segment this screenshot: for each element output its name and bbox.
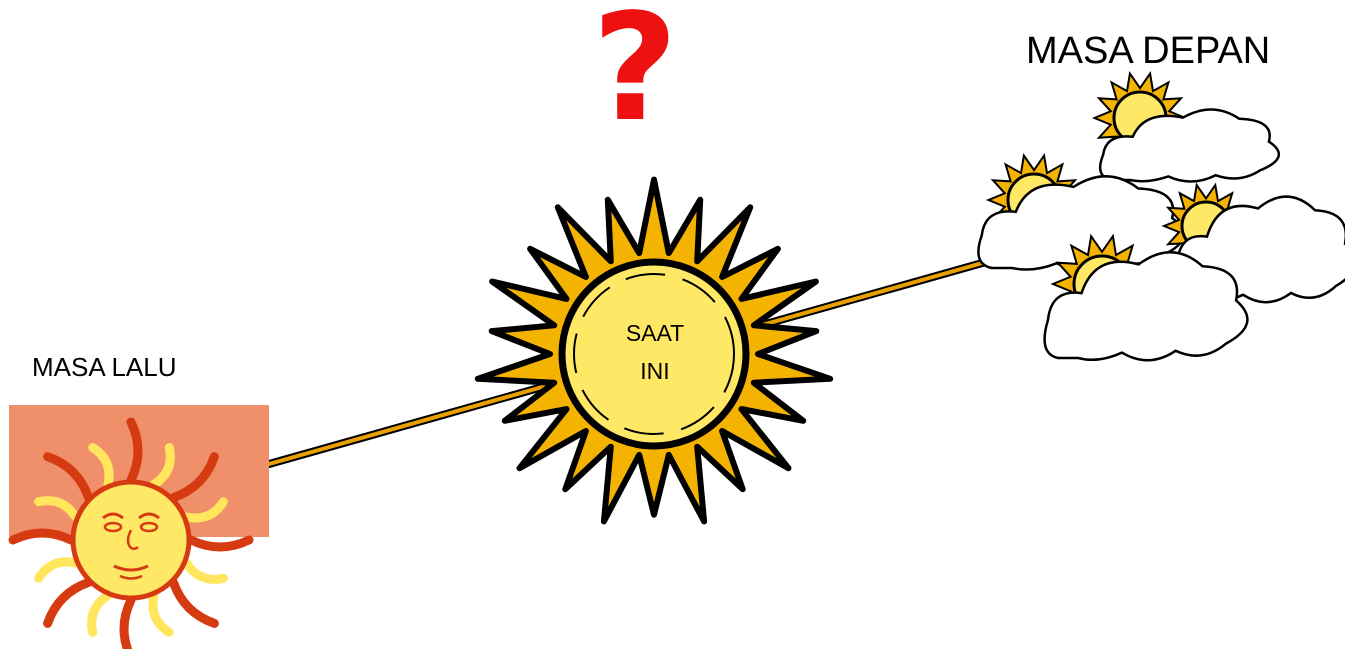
present-label-line2: INI: [600, 352, 710, 390]
past-sun-ray: [39, 562, 76, 578]
past-sun-ray: [191, 540, 249, 547]
past-sun-ray: [153, 595, 169, 632]
past-sun-face-icon: [9, 405, 269, 649]
future-label: MASA DEPAN: [1026, 30, 1270, 73]
future-partly-cloudy-icon: [978, 74, 1345, 361]
past-label: MASA LALU: [32, 352, 177, 383]
past-sun-ray: [13, 533, 71, 540]
present-label-line1: SAAT: [600, 314, 710, 352]
past-sun-ray: [173, 582, 214, 623]
past-sun-ray: [48, 582, 89, 623]
past-sun-ray: [124, 600, 131, 649]
present-label: SAAT INI: [600, 314, 710, 390]
past-sun-ray: [92, 595, 108, 632]
question-mark: ?: [590, 0, 680, 148]
past-sun-ray: [186, 563, 223, 579]
